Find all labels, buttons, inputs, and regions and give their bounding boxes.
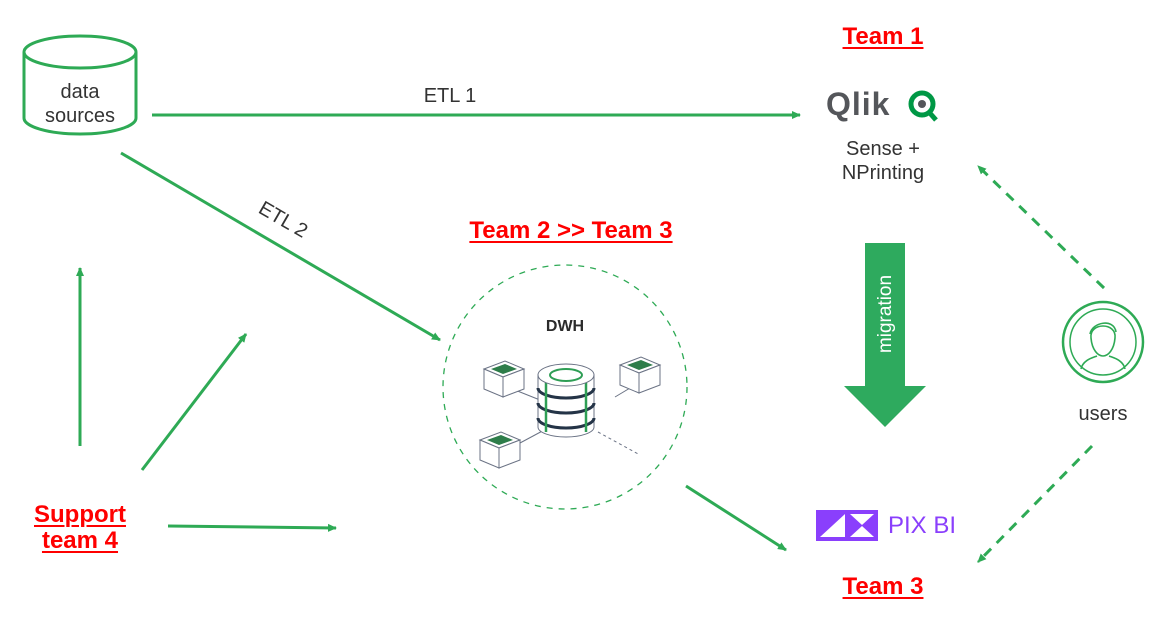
support-right-arrow: [167, 523, 337, 532]
team23-label: Team 2 >> Team 3: [469, 217, 673, 244]
team3-label: Team 3: [842, 573, 924, 600]
users-to-pix-arrow: [976, 444, 1094, 564]
migration-label: migration: [875, 274, 896, 354]
migration-arrow-icon: [844, 243, 926, 427]
database-cylinder-icon: [22, 34, 138, 136]
qlik-logo-icon: [908, 90, 938, 122]
support-line2: team 4: [41, 527, 119, 554]
dwh-title: DWH: [545, 318, 585, 335]
data-sources-label: data sources: [24, 80, 136, 128]
qlik-logo-text: Qlik: [826, 86, 891, 122]
pix-bi-logo-icon: [816, 510, 878, 541]
data-sources-line1: data: [60, 81, 100, 103]
etl1-label: ETL 1: [423, 85, 477, 107]
team1-label: Team 1: [842, 23, 924, 50]
support-diagonal-arrow: [140, 333, 248, 471]
etl2-arrow: [120, 151, 441, 342]
data-sources-line2: sources: [44, 105, 116, 127]
support-team4-label: Support team 4: [20, 502, 140, 554]
pix-logo-text: PIX BI: [888, 512, 957, 539]
users-to-qlik-arrow: [976, 164, 1106, 290]
qlik-product-label: Sense + NPrinting: [820, 137, 946, 185]
dwh-to-pix-arrow: [685, 484, 787, 552]
support-line1: Support: [34, 501, 126, 528]
qlik-line1: Sense +: [846, 138, 920, 160]
user-avatar-icon: [1061, 300, 1145, 384]
dwh-boundary: [442, 264, 688, 510]
users-label: users: [1078, 403, 1128, 425]
data-warehouse-icon: [478, 356, 662, 469]
qlik-line2: NPrinting: [841, 162, 925, 184]
